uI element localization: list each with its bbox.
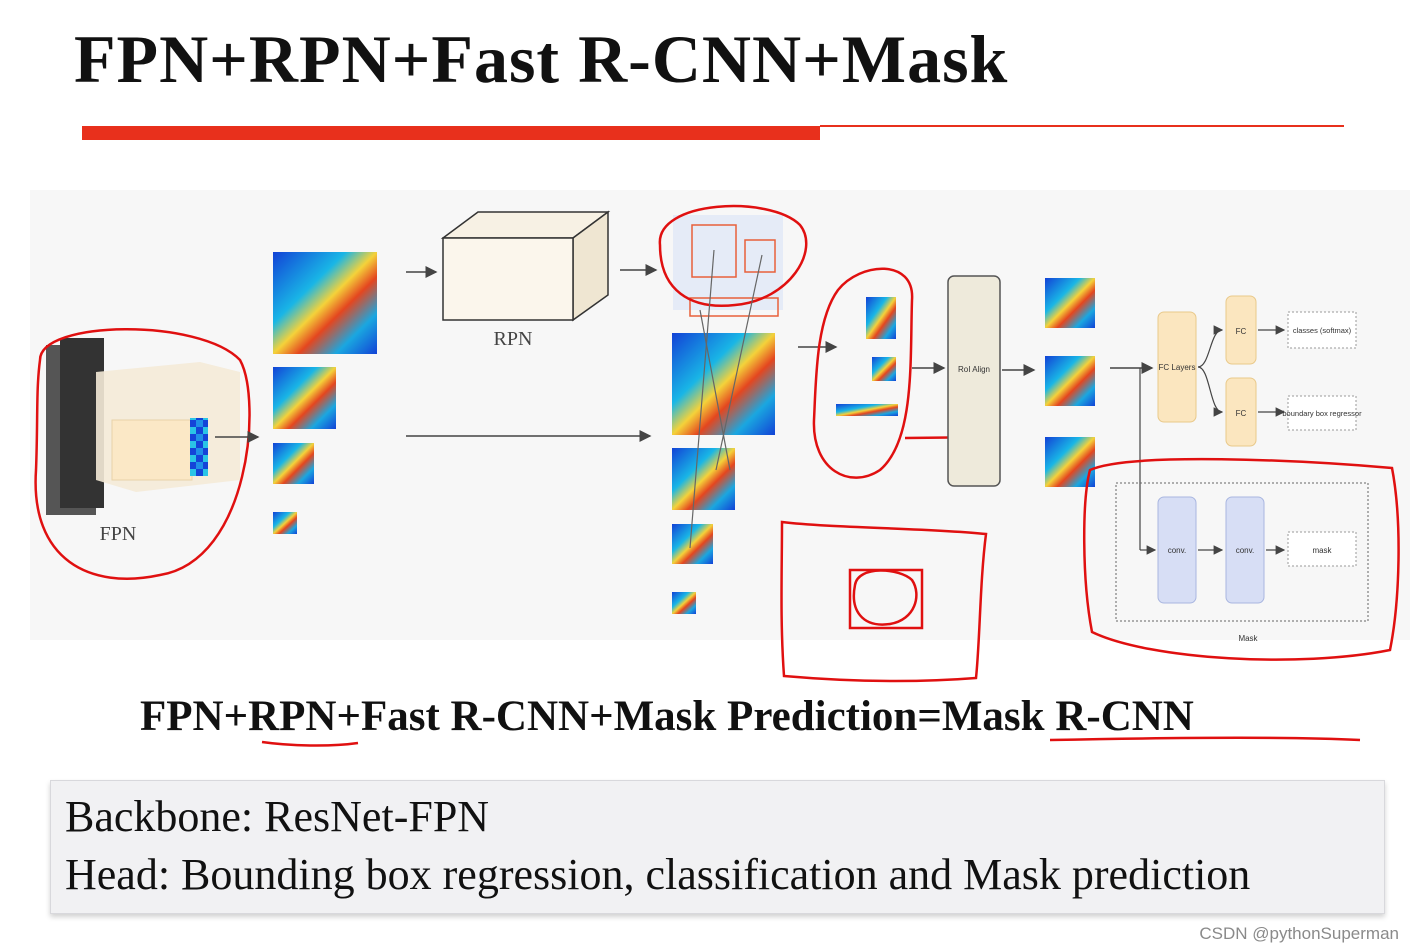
rpn-label: RPN (494, 328, 533, 350)
mask-output-label: mask (1312, 546, 1332, 555)
summary-box: Backbone: ResNet-FPN Head: Bounding box … (50, 780, 1385, 914)
slide-title: FPN+RPN+Fast R-CNN+Mask (74, 21, 1009, 97)
feature-pyramid (273, 252, 377, 534)
mask-branch (1082, 457, 1400, 661)
fpn-label: FPN (100, 523, 137, 545)
hand-drawn-mask-sketch (780, 520, 988, 683)
classes-output (1287, 311, 1357, 349)
rpn-box (440, 210, 611, 322)
roi-annotation-circle (812, 267, 914, 479)
watermark: CSDN @pythonSuperman (1199, 924, 1399, 943)
mask-rcnn-diagram: FPN RPN (0, 160, 1413, 690)
fpn-annotation-circle (34, 328, 251, 580)
mask-annotation-circle (1082, 457, 1400, 661)
equation-underlines (261, 736, 1361, 747)
proposal-annotation-circle (658, 204, 808, 307)
conv2-label: conv. (1236, 546, 1255, 555)
fc-bottom-block (1225, 377, 1257, 447)
title-underline-rule (820, 125, 1344, 127)
title-underline-bar (82, 126, 820, 140)
fc-top-block (1225, 295, 1257, 365)
fpn-block (34, 328, 251, 580)
fc-layers-label: FC Layers (1159, 363, 1196, 372)
head-line: Head: Bounding box regression, classific… (65, 850, 1251, 899)
proposals (658, 204, 808, 317)
roi-align-label: RoI Align (958, 365, 990, 374)
fc-layers-block (1157, 311, 1197, 423)
mask-group-label: Mask (1238, 634, 1258, 643)
fc-top-label: FC (1236, 327, 1247, 336)
aligned-features (1045, 278, 1095, 487)
mask-rcnn-equation: FPN+RPN+Fast R-CNN+Mask Prediction=Mask … (140, 693, 1194, 740)
bbox-output (1287, 395, 1357, 431)
projected-pyramid (672, 249, 775, 614)
roi-align-block (947, 275, 1001, 487)
conv1-label: conv. (1168, 546, 1187, 555)
fc-bottom-label: FC (1236, 409, 1247, 418)
bbox-label: boundary box regressor (1282, 409, 1362, 418)
extracted-rois (812, 267, 997, 479)
backbone-line: Backbone: ResNet-FPN (65, 792, 490, 841)
classes-label: classes (softmax) (1293, 326, 1352, 335)
